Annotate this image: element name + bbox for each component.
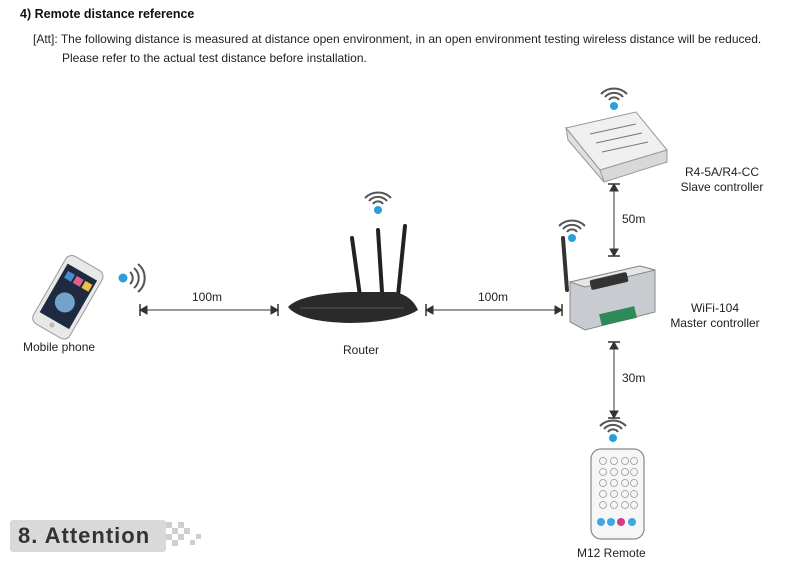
phone-label: Mobile phone [23,340,96,354]
attention-decoration [166,522,201,546]
master-role: Master controller [670,316,760,330]
distance-label-router-master: 100m [478,290,509,304]
attention-header-box [10,520,166,552]
mobile-phone-icon [32,255,104,340]
note-prefix: [Att]: [33,32,58,46]
remote-wifi-icon [599,419,627,443]
distance-arrow-router-master [424,304,564,316]
m12-remote-icon [590,448,645,540]
attention-heading: 8. Attention [18,523,151,548]
master-model: WiFi-104 [690,301,739,315]
master-controller-icon [561,236,656,331]
distance-label-phone-router: 100m [192,290,223,304]
distance-arrow-master-remote [608,340,620,420]
distance-label-master-slave: 50m [622,212,646,226]
remote-label: M12 Remote [577,546,646,560]
section-title: 4) Remote distance reference [20,7,195,21]
slave-model: R4-5A/R4-CC [684,165,759,179]
phone-signal-icon [118,263,146,293]
router-label: Router [343,343,380,357]
master-label: WiFi-104 Master controller [666,301,764,331]
router-wifi-icon [364,191,392,215]
router-icon [288,224,418,323]
slave-label: R4-5A/R4-CC Slave controller [674,165,770,195]
slave-controller-icon [565,111,668,183]
distance-label-master-remote: 30m [622,371,646,385]
note-line2: Please refer to the actual test distance… [62,51,367,65]
attention-note: [Att]: The following distance is measure… [33,30,793,68]
distance-arrow-phone-router [138,304,280,316]
slave-wifi-icon [600,87,628,111]
slave-role: Slave controller [680,180,764,194]
distance-arrow-master-slave [608,182,620,258]
attention-section-header: 8. Attention [10,520,210,552]
note-line1: The following distance is measured at di… [60,32,762,46]
